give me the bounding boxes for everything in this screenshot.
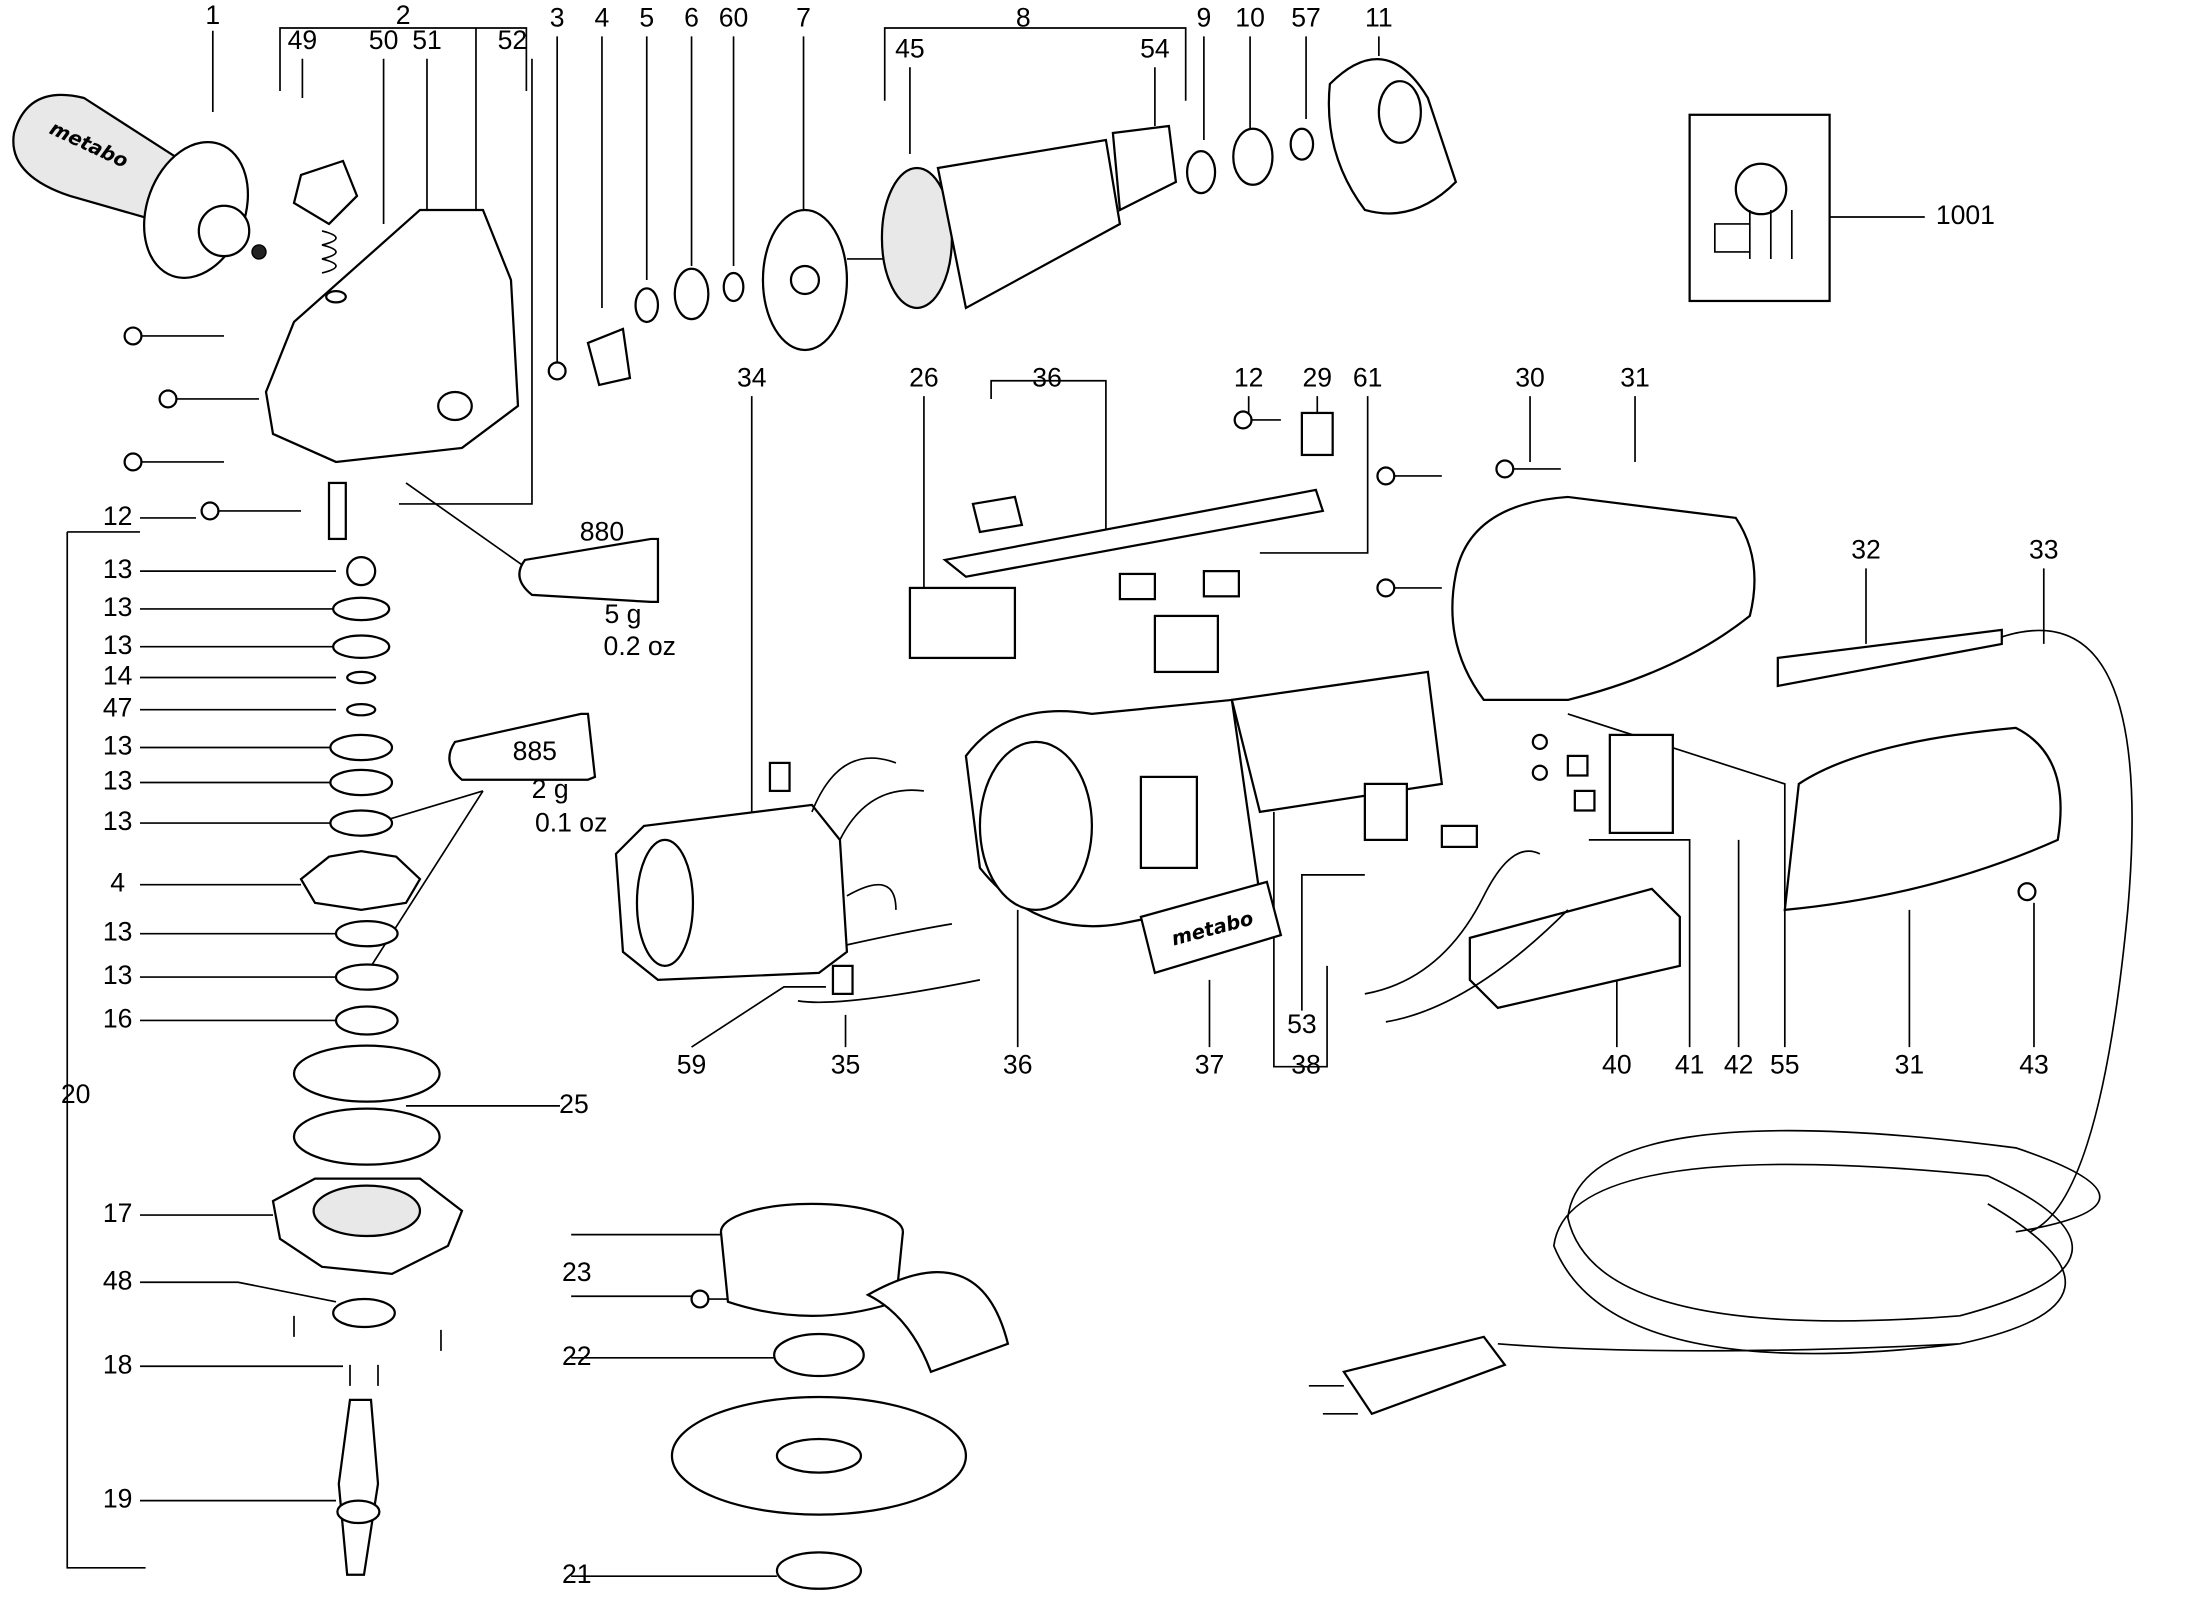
stator-field [614, 757, 981, 1004]
part-number-label: 16 [103, 1004, 133, 1034]
part-number-label: 29 [1302, 362, 1332, 392]
part-number-label: 13 [103, 960, 133, 990]
part-number-label: 43 [2019, 1050, 2049, 1080]
part-number-label: 12 [103, 501, 133, 531]
part-number-label: 60 [719, 3, 749, 33]
part-number-label: 23 [562, 1257, 592, 1287]
part-number-label: 54 [1140, 33, 1170, 63]
part-number-label: 40 [1602, 1050, 1632, 1080]
part-number-label: 59 [677, 1050, 707, 1080]
switch-parts [908, 411, 1334, 674]
part-number-label: 13 [103, 630, 133, 660]
part-number-label: 13 [103, 806, 133, 836]
rear-housing-half [1451, 495, 2062, 912]
part-number-label: 13 [103, 731, 133, 761]
part-number-label: 19 [103, 1484, 133, 1514]
screws [123, 326, 1561, 1386]
part-number-label: 25 [559, 1089, 589, 1119]
grease-tube-amount: 2 g [532, 774, 569, 804]
grease-tube-880 [518, 537, 660, 604]
part-number-label: 38 [1291, 1050, 1321, 1080]
part-number-label: 31 [1620, 362, 1650, 392]
part-number-label: 1001 [1936, 200, 1995, 230]
part-number-label: 7 [796, 3, 811, 33]
part-number-label: 53 [1287, 1009, 1317, 1039]
part-number-label: 50 [369, 25, 399, 55]
part-number-label: 5 [639, 3, 654, 33]
part-number-label: 37 [1195, 1050, 1225, 1080]
part-number-label: 55 [1770, 1050, 1800, 1080]
part-number-label: 31 [1895, 1050, 1925, 1080]
part-number-label: 36 [1003, 1050, 1033, 1080]
grease-tube-labels: 880 5 g0.2 oz 885 2 g 0.1 oz [513, 516, 676, 837]
part-number-label: 9 [1196, 3, 1211, 33]
part-number-label: 35 [831, 1050, 861, 1080]
part-number-label: 14 [103, 661, 133, 691]
grease-tube-code: 880 [580, 516, 624, 546]
part-number-label: 8 [1016, 3, 1031, 33]
logo-label: metabo [1139, 880, 1283, 975]
part-number-label: 42 [1724, 1050, 1754, 1080]
motor-housing [964, 670, 1478, 928]
part-number-label: 17 [103, 1198, 133, 1228]
part-number-label: 22 [562, 1341, 592, 1371]
electronics-module [1364, 733, 1681, 1023]
part-number-label: 47 [103, 693, 133, 723]
part-number-label: 21 [562, 1559, 592, 1589]
grease-tube-amount-oz: 0.2 oz [604, 631, 676, 661]
part-number-label: 12 [1234, 362, 1264, 392]
part-number-label: 20 [61, 1079, 91, 1109]
part-number-label: 51 [412, 25, 442, 55]
part-number-label: 48 [103, 1265, 133, 1295]
part-number-label: 1 [205, 0, 220, 30]
part-number-label: 11 [1365, 3, 1393, 33]
part-number-label: 10 [1235, 3, 1265, 33]
part-number-label: 34 [737, 362, 767, 392]
grease-tube-code: 885 [513, 736, 557, 766]
part-number-label: 4 [110, 868, 125, 898]
part-number-label: 13 [103, 592, 133, 622]
gear-train-parts [271, 556, 464, 1576]
part-number-label: 32 [1851, 535, 1881, 565]
part-number-label: 3 [550, 3, 565, 33]
part-number-label: 45 [895, 33, 925, 63]
part-number-label: 13 [103, 554, 133, 584]
grease-tube-885 [448, 712, 597, 781]
part-number-label: 33 [2029, 535, 2059, 565]
wheel-guard [719, 1202, 1010, 1374]
part-number-label: 13 [103, 766, 133, 796]
part-number-label: 18 [103, 1349, 133, 1379]
part-number-label: 36 [1032, 362, 1062, 392]
part-number-label: 57 [1291, 3, 1321, 33]
part-number-label: 61 [1353, 362, 1383, 392]
part-number-label: 49 [288, 25, 318, 55]
part-number-label: 4 [595, 3, 610, 33]
part-number-label: 52 [498, 25, 528, 55]
inset-detail-1001 [1688, 113, 1831, 303]
gear-housing-cover [264, 159, 520, 464]
grease-tube-amount-oz: 0.1 oz [535, 808, 607, 838]
leader-lines [66, 27, 2045, 1578]
grease-tube-amount: 5 g [604, 599, 641, 629]
power-cord [1308, 628, 2133, 1416]
part-number-label: 6 [684, 3, 699, 33]
part-number-label: 41 [1675, 1050, 1705, 1080]
part-number-label: 26 [909, 362, 939, 392]
part-number-label: 2 [396, 0, 411, 30]
part-number-label: 30 [1515, 362, 1545, 392]
part-number-label: 13 [103, 917, 133, 947]
side-handle: metabo [12, 93, 267, 279]
bearings-and-washers [547, 58, 1458, 387]
armature [846, 124, 1178, 310]
flange-and-disc [670, 1332, 968, 1590]
